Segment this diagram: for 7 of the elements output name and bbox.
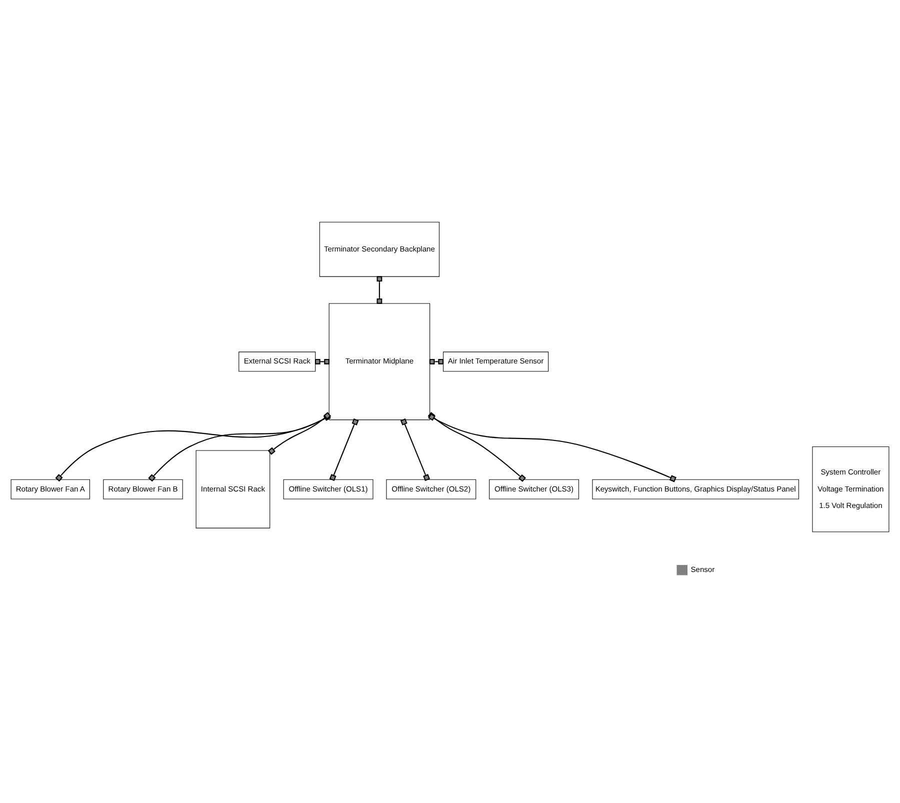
connector [148, 413, 331, 482]
connector [428, 413, 676, 482]
connector [268, 412, 332, 455]
connector [55, 414, 331, 482]
connector [329, 418, 359, 482]
connector [400, 418, 430, 482]
connector [428, 412, 526, 482]
